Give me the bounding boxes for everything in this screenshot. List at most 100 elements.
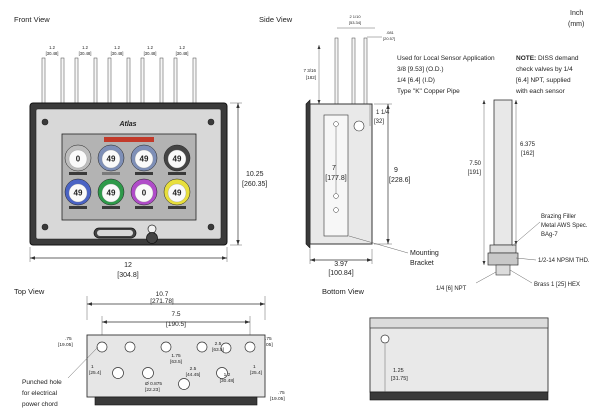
sensor-tube — [493, 99, 513, 246]
bottom-front-frame — [369, 391, 549, 401]
top-view-title: Top View — [14, 287, 45, 296]
front-pipe — [159, 57, 164, 104]
top-right-depth-mm: [25.4] — [250, 370, 262, 376]
knockout-hole — [160, 341, 172, 353]
knockout-hole — [196, 341, 208, 353]
top-pitch-a-mm: [63.5] — [170, 359, 182, 365]
gauge-face — [68, 149, 88, 169]
sensor-npt-thread — [495, 264, 511, 276]
knockout-hole — [216, 367, 228, 379]
sensor-hex: Brass 1 [25] HEX — [534, 282, 580, 288]
top-pitch-b-inch: 2.5 — [215, 341, 222, 347]
side-outer-mm: [228.6] — [389, 177, 410, 184]
side-depth-mm: [100.84] — [328, 270, 353, 277]
front-screw-tr — [207, 118, 215, 126]
front-pipe — [173, 57, 178, 104]
side-pipe-height-mm: [182] — [306, 75, 316, 80]
gauge-label-bar — [69, 172, 87, 175]
sensor-fitting — [489, 244, 517, 254]
front-pipe-spacing-mm-2: [30.48] — [79, 51, 92, 56]
pipe-note-line3: 1/4 [6.4] (I.D) — [397, 77, 435, 84]
top-view: Top View 10.7 [271.78] 7.5 [190.5] .75 [… — [14, 287, 285, 408]
top-pitch-c-mm: [44.45] — [186, 372, 201, 378]
gauge-face — [134, 183, 154, 203]
front-pipe-spacing-3: 1.2 — [114, 45, 120, 50]
top-right-depth-inch: 1 — [253, 364, 256, 370]
front-height-inch: 10.25 — [246, 171, 264, 178]
bottom-hole-mm: [31.75] — [391, 376, 408, 382]
sensor-npt: 1/4 [6] NPT — [436, 286, 467, 292]
sensor-thread: 1/2-14 NPSM THD. — [538, 258, 590, 264]
front-pipe-spacing-mm-3: [30.48] — [111, 51, 124, 56]
gauge-label-bar — [168, 172, 186, 175]
side-pipe-offset-inch: 1 1/4 — [376, 110, 390, 116]
gauge-tile: 49 — [163, 178, 191, 209]
sensor-tube-mm: [162] — [521, 151, 535, 157]
top-left-edge-mm: [19.05] — [58, 342, 73, 348]
top-right-pitch-mm: [30.48] — [220, 378, 235, 384]
sensor-note-line4: with each sensor — [515, 88, 566, 95]
gauge-value: 49 — [173, 189, 182, 198]
side-view-title: Side View — [259, 15, 293, 24]
sensor-brazing-3: BAg-7 — [541, 232, 558, 238]
side-pipe-offset-mm: [32] — [374, 119, 384, 125]
top-pitch-b-mm: [63.5] — [212, 347, 224, 353]
front-width-inch: 12 — [124, 262, 132, 269]
side-pipe-dia-inch: .081 — [386, 30, 395, 35]
knockout-hole — [124, 341, 136, 353]
top-left-depth-inch: 1 — [91, 364, 94, 370]
front-view-title: Front View — [14, 15, 50, 24]
top-overall-mm: [271.78] — [150, 298, 174, 305]
knockout-hole — [178, 378, 190, 390]
front-brand-logo: Atlas — [118, 121, 136, 128]
gauge-tile: 0 — [64, 144, 92, 175]
side-inner-inch: 7 — [332, 165, 336, 172]
front-handle-grip — [97, 230, 133, 236]
front-view: Front View 1.2 [30.48] 1.2 [30.48] 1.2 [… — [14, 15, 267, 279]
front-screw-bl — [41, 223, 49, 231]
top-pitch-c-inch: 2.5 — [190, 366, 197, 372]
gauge-value: 0 — [76, 155, 81, 164]
gauge-value: 49 — [173, 155, 182, 164]
gauge-label-bar — [102, 206, 120, 209]
gauge-face — [134, 149, 154, 169]
gauge-tile: 49 — [64, 178, 92, 209]
top-bottom-edge-inch: .75 — [278, 390, 285, 396]
front-pipe — [74, 57, 79, 104]
pipe-note-line1: Used for Local Sensor Application — [397, 55, 495, 62]
sensor-note-line1: DISS demand — [538, 55, 579, 62]
top-right-edge-inch: .75 — [265, 336, 272, 342]
front-pipe — [126, 57, 131, 104]
side-view: Side View 2 1/10 [53.34] .081 [20.57] 7 … — [259, 14, 439, 277]
front-pipe-spacing-mm-4: [30.48] — [144, 51, 157, 56]
front-pipe — [192, 57, 197, 104]
sensor-tube-inch: 6.375 — [520, 142, 536, 148]
front-pipe-spacing-2: 1.2 — [82, 45, 88, 50]
side-pipe-hole — [353, 120, 365, 132]
sensor-brazing-1: Brazing Filler — [541, 214, 576, 220]
gauge-tile: 0 — [130, 178, 158, 209]
front-pipe — [60, 57, 65, 104]
pipe-note-line2: 3/8 [9.53] (O.D.) — [397, 66, 444, 73]
top-hole-dia-inch: Ø 0.875 — [145, 381, 162, 387]
front-width-mm: [304.8] — [117, 272, 138, 279]
side-pipe-gap-mm: [53.34] — [349, 20, 361, 25]
top-knockout-holes — [96, 341, 256, 390]
front-pipe-spacing-4: 1.2 — [147, 45, 153, 50]
sensor-note-line3: [6.4] NPT, supplied — [516, 77, 571, 84]
top-callout-3: power chord — [22, 401, 58, 408]
top-left-edge-inch: .75 — [65, 336, 72, 342]
bottom-view: Bottom View 1.25 [31.75] — [322, 287, 549, 401]
sensor-note-label: NOTE: — [516, 55, 536, 62]
sensor-detail: 7.50 [191] 6.375 [162] Brazing Filler Me… — [436, 99, 590, 292]
gauge-face — [167, 183, 187, 203]
units-mm: (mm) — [568, 21, 584, 28]
front-pipes — [41, 57, 197, 104]
gauge-value: 49 — [107, 189, 116, 198]
side-outer-inch: 9 — [394, 167, 398, 174]
knockout-hole — [112, 367, 124, 379]
side-inner-mm: [177.8] — [325, 175, 346, 182]
sensor-total-inch: 7.50 — [469, 161, 481, 167]
side-depth-inch: 3.97 — [334, 261, 348, 268]
gauge-face — [101, 183, 121, 203]
